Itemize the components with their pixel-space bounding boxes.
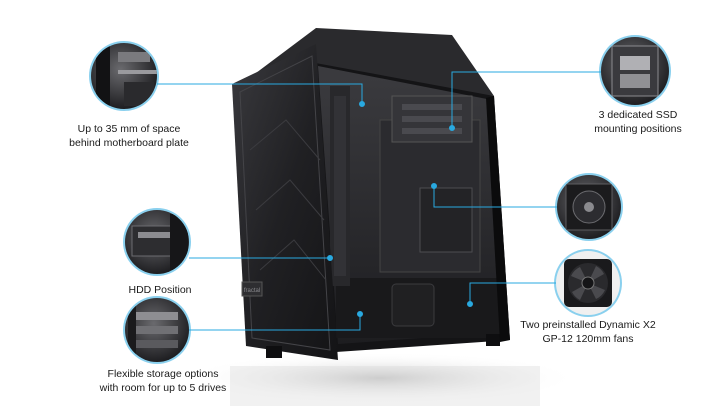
cpu-cutout: [419, 187, 473, 253]
callout-ssd-label: 3 dedicated SSD mounting positions: [594, 109, 682, 135]
rear-fan: [391, 283, 435, 327]
detail-circle-ssd: [599, 35, 671, 107]
callout-line-ssd: [451, 71, 601, 128]
floor-shadow: [180, 352, 580, 404]
detail-circle-storage: [123, 296, 191, 364]
callout-line-rear: [157, 83, 363, 104]
case-foot-left: [266, 346, 282, 358]
callout-storage-label: Flexible storage options with room for u…: [99, 368, 227, 394]
detail-circle-top-fan: [555, 173, 623, 241]
detail-circle-rear-space: [89, 41, 159, 111]
detail-circle-hdd: [123, 208, 191, 276]
case-foot-right: [486, 334, 500, 346]
callout-line-fan-rear: [469, 282, 556, 304]
case-logo-text: fractal: [244, 288, 260, 294]
detail-circle-fan: [554, 249, 622, 317]
floor-reflection: [230, 366, 540, 406]
callout-hdd-label: HDD Position: [128, 284, 192, 296]
case-logo-badge: [241, 281, 263, 297]
callout-rear-space-label: Up to 35 mm of space behind motherboard …: [69, 123, 189, 149]
callout-lines: [157, 71, 601, 331]
callout-fans-label: Two preinstalled Dynamic X2 GP-12 120mm …: [520, 319, 656, 345]
callout-line-storage: [189, 314, 361, 331]
pc-case: fractal: [232, 28, 510, 360]
case-front-panel: [232, 44, 338, 360]
callout-line-fan-top: [433, 186, 557, 208]
